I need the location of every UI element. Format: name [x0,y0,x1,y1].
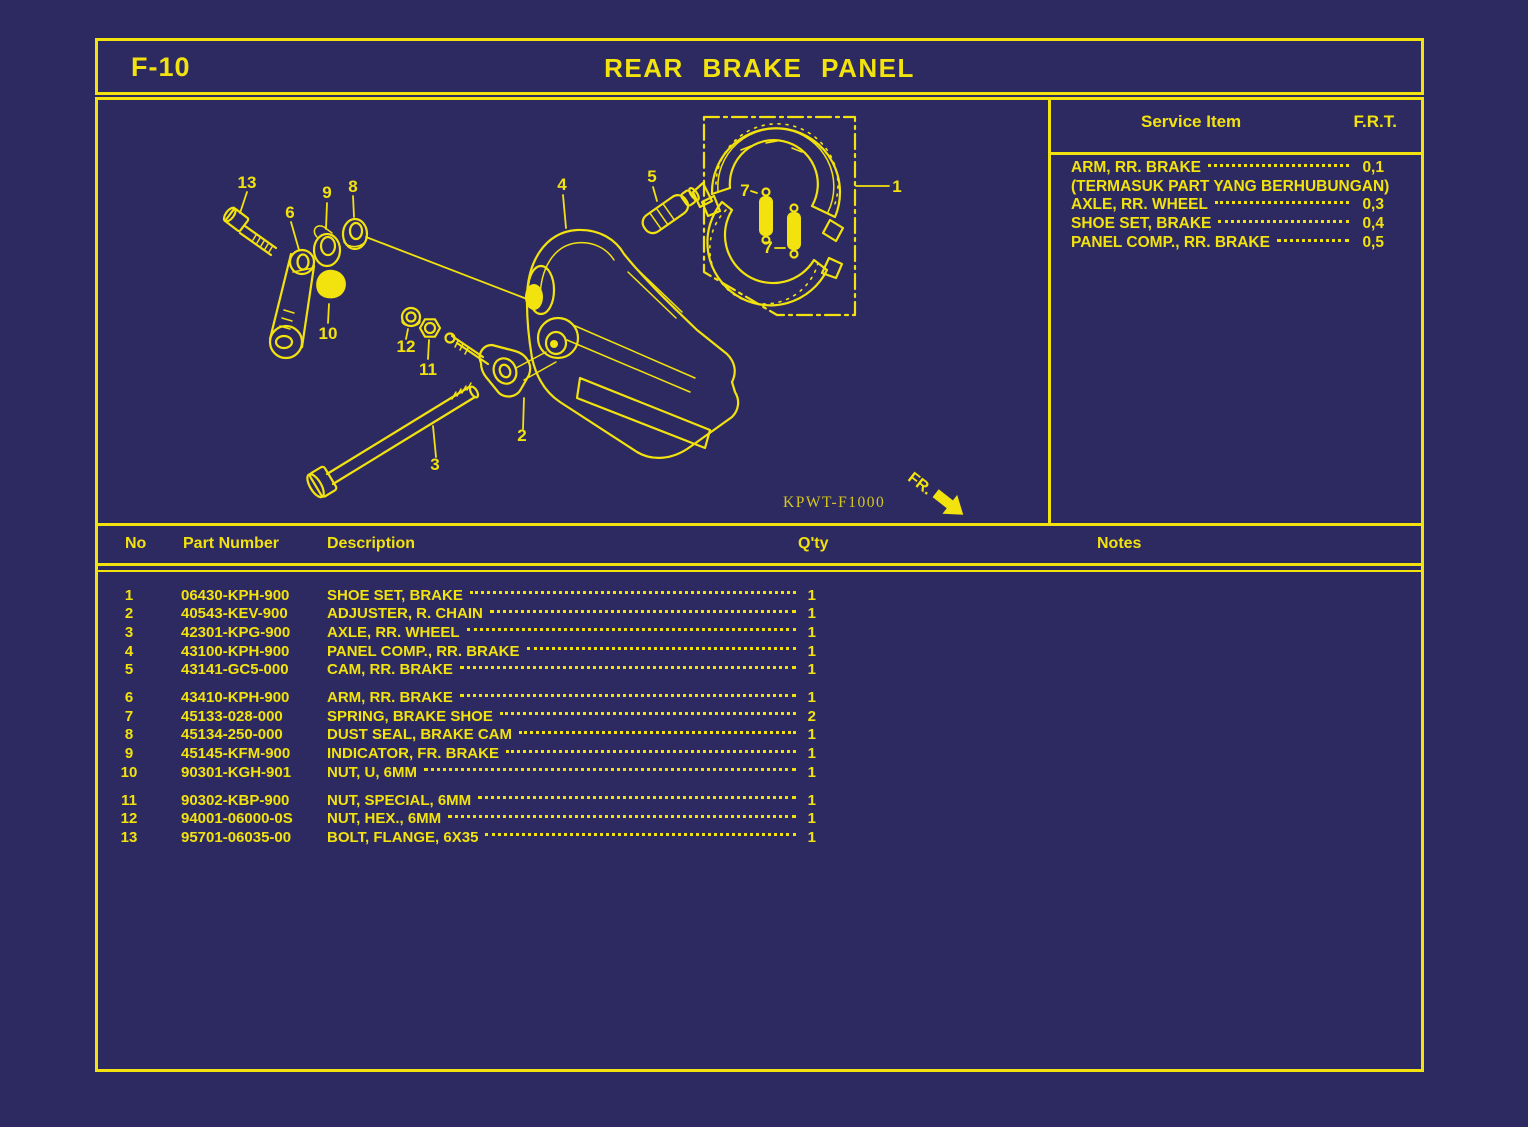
column-header-notes: Notes [1097,535,1142,552]
callout-4: 4 [557,175,567,194]
callout-10: 10 [319,324,338,343]
brake-panel [515,228,740,459]
callout-2: 2 [517,426,526,445]
callout-7: 7 [740,181,749,200]
brake-indicator [312,225,342,268]
diagram-service-divider [1048,100,1051,523]
page-header: F-10 REAR BRAKE PANEL [95,38,1424,95]
brake-arm [268,248,316,360]
column-header-no: No [125,535,147,552]
hex-nut-flanged [400,306,422,328]
brake-shoe-lower [700,194,844,307]
diagram-ref-code: KPWT-F1000 [783,494,885,511]
dust-seal [341,217,369,251]
brake-cam [641,186,700,235]
chain-adjuster [444,332,532,398]
brake-shoe-upper [691,123,845,243]
service-row: (TERMASUK PART YANG BERHUBUNGAN) [1071,177,1390,195]
page-code: F-10 [131,52,191,82]
table-header-rule-1 [98,563,1421,566]
fr-arrow-icon [932,489,964,515]
u-nut [316,269,346,299]
callout-3: 3 [430,455,439,474]
parts-table-header: No Part Number Description Q'ty Notes [98,526,1421,563]
service-item-heading: Service Item [1141,112,1242,131]
brake-shoe-spring-2 [787,203,801,259]
fr-label: FR. [904,469,935,498]
brake-shoe-spring-1 [759,187,773,245]
frt-heading: F.R.T. [1353,112,1397,131]
callout-11: 11 [419,360,437,379]
column-header-desc: Description [327,535,416,552]
callout-5: 5 [647,167,656,186]
callout-1: 1 [892,177,901,196]
column-header-part: Part Number [183,535,280,552]
table-top-rule [98,523,1421,526]
callout-9: 9 [322,183,331,202]
page-title: REAR BRAKE PANEL [604,53,915,83]
callout-13: 13 [238,173,257,192]
fr-direction-marker: FR. [904,469,964,515]
callout-6: 6 [285,203,294,222]
special-nut [418,318,442,338]
callout-12: 12 [397,337,416,356]
callout-7: 7 [763,238,772,257]
flange-bolt [222,206,278,257]
shoe-set-inset-box [702,115,857,317]
column-header-qty: Q'ty [798,535,829,552]
table-header-rule-2 [98,570,1421,572]
rear-axle [306,382,480,499]
callout-leader-lines [239,185,890,458]
service-header-rule [1051,152,1421,155]
callout-8: 8 [348,177,357,196]
